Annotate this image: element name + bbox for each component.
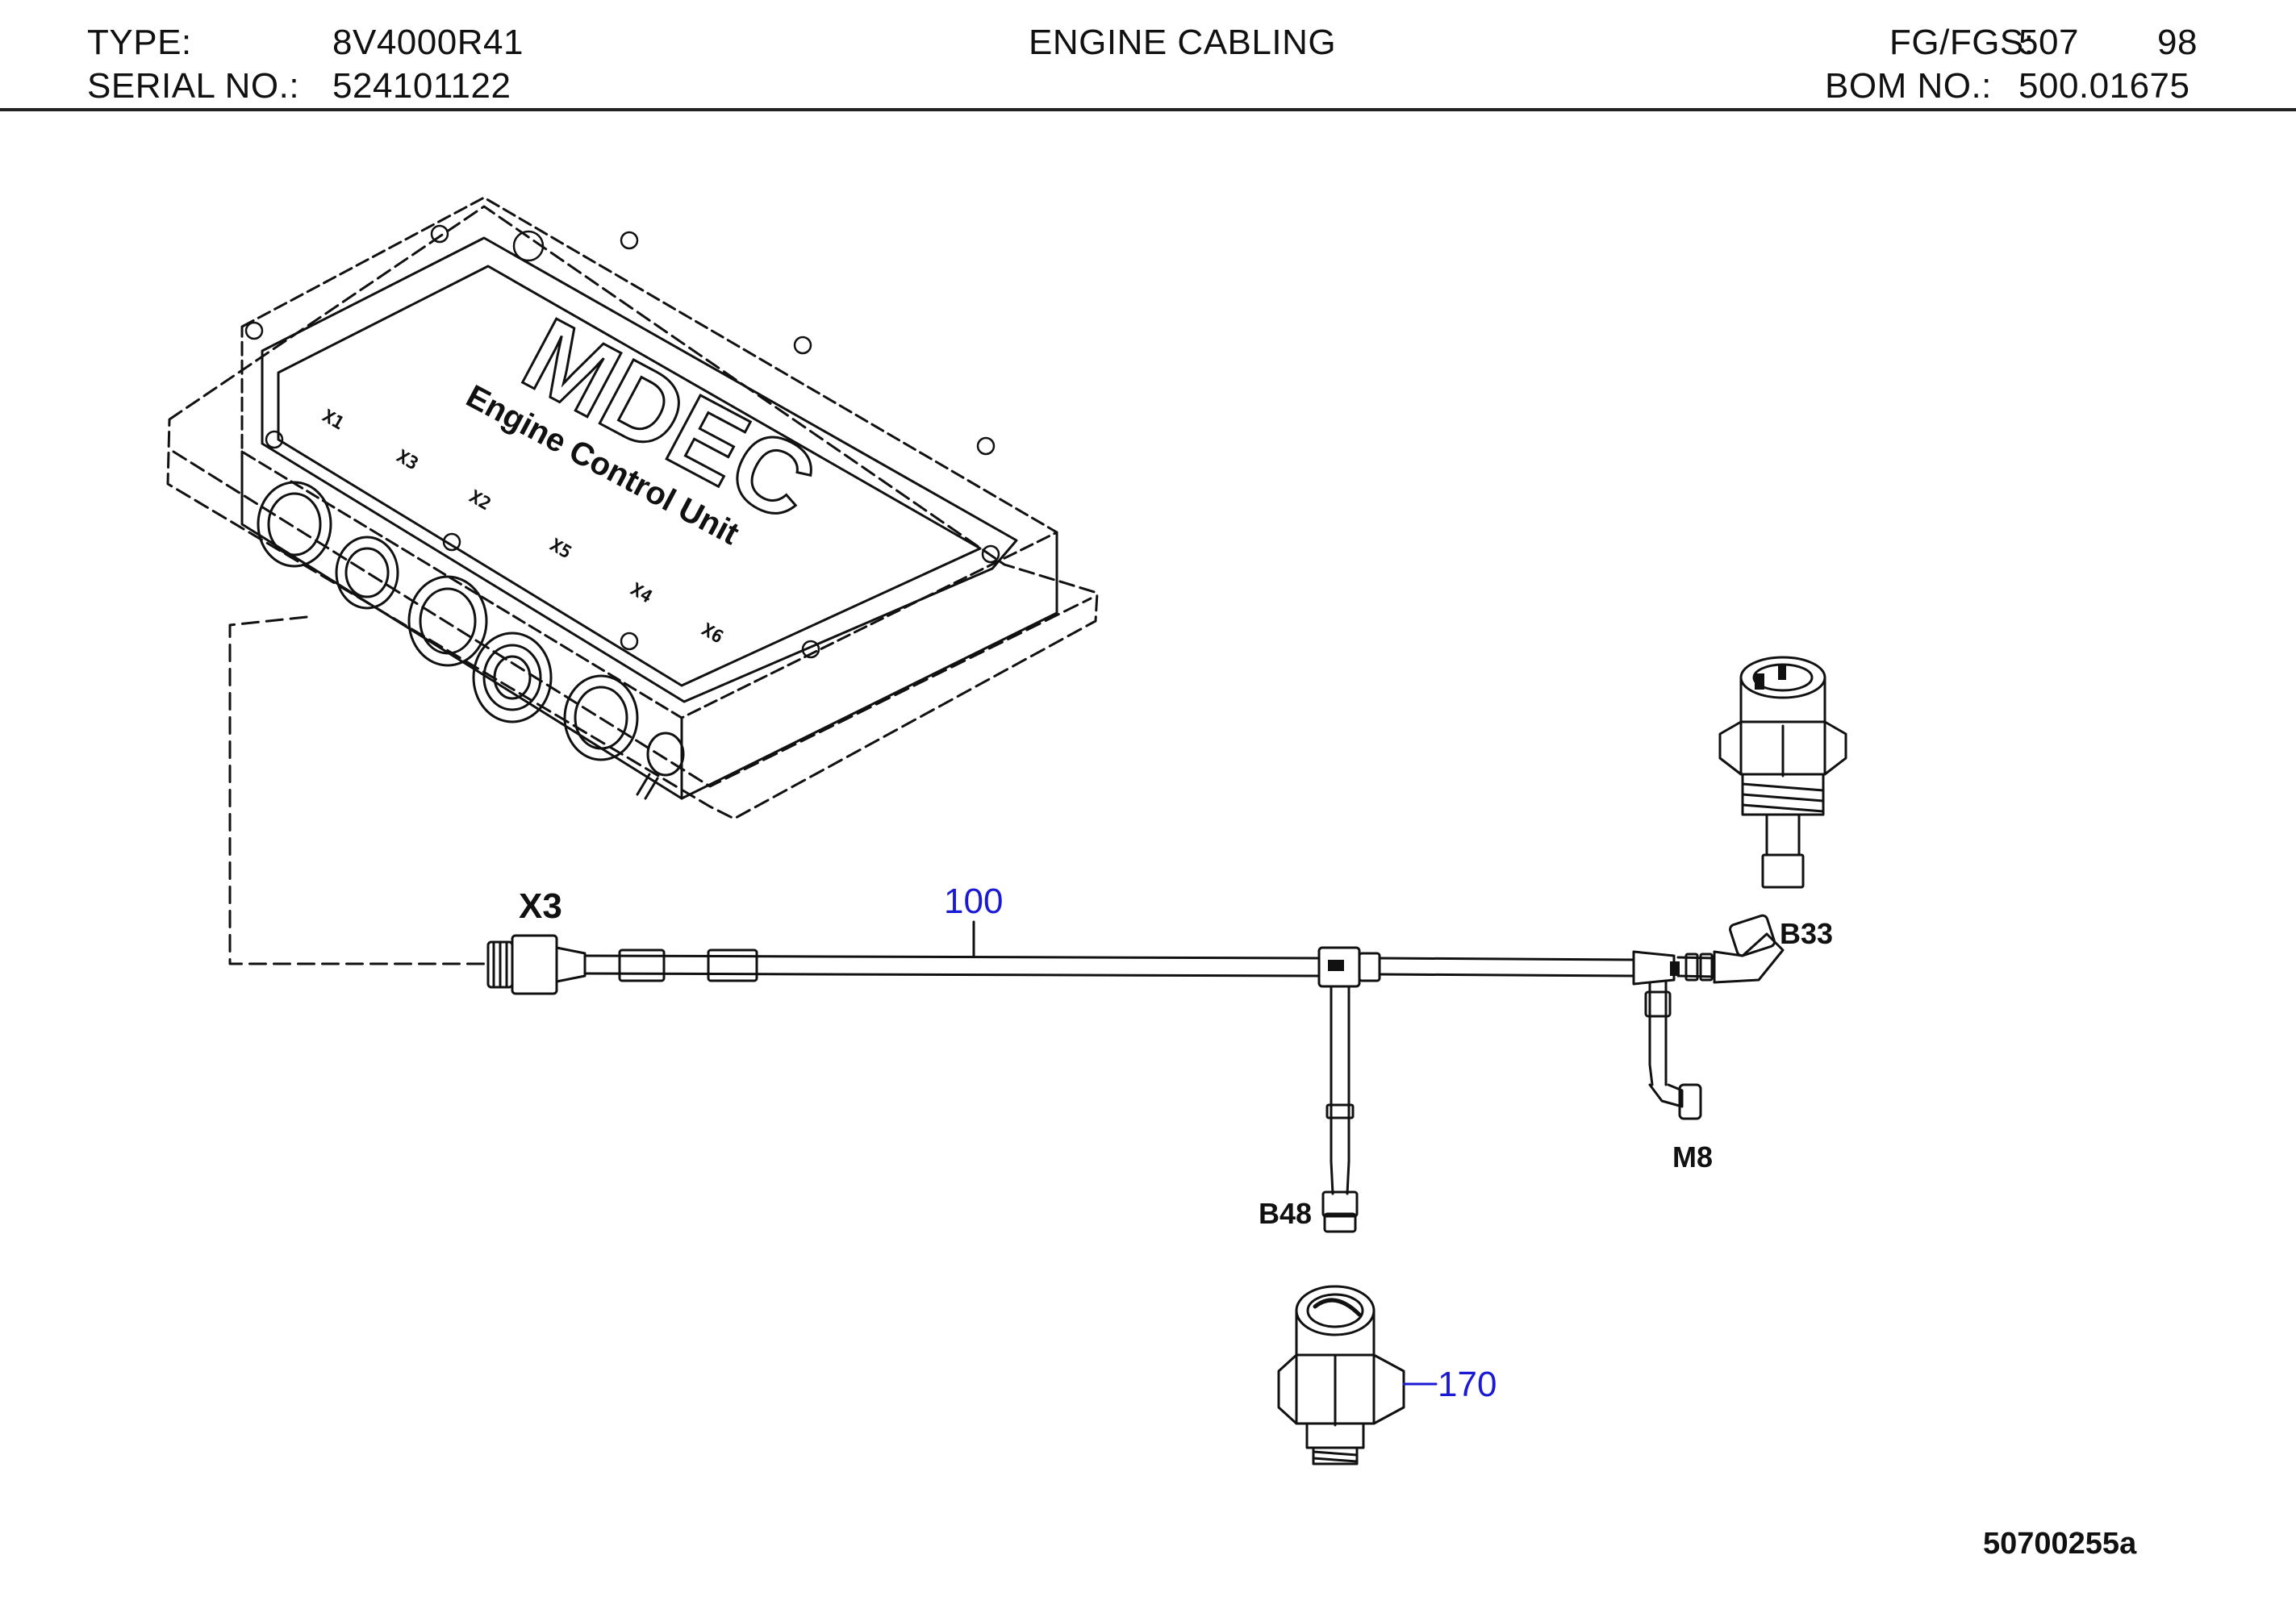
sensor-170-illustration bbox=[1277, 1285, 1405, 1465]
type-label: TYPE: bbox=[87, 23, 192, 62]
ecu-port-label: X6 bbox=[698, 620, 726, 648]
callout-harness: 100 bbox=[944, 882, 1003, 921]
fg-value: 507 bbox=[2018, 23, 2079, 62]
ecu-port-label: X4 bbox=[627, 580, 655, 608]
ecu-port-label: X1 bbox=[319, 406, 347, 435]
page-title: ENGINE CABLING bbox=[1029, 23, 1337, 62]
connector-label-x3: X3 bbox=[519, 886, 562, 926]
serial-label: SERIAL NO.: bbox=[87, 66, 300, 106]
connector-label-m8: M8 bbox=[1672, 1140, 1713, 1174]
bom-value: 500.01675 bbox=[2018, 66, 2190, 106]
figure-id: 50700255a bbox=[1983, 1527, 2137, 1561]
fg-label: FG/FGS: bbox=[1889, 23, 2035, 62]
serial-value: 524101122 bbox=[332, 66, 511, 106]
ecu-port-label: X3 bbox=[393, 447, 421, 475]
x3-link-dashed bbox=[228, 615, 486, 965]
connector-label-b48: B48 bbox=[1259, 1197, 1312, 1230]
callout-sensor: 170 bbox=[1438, 1365, 1497, 1404]
ecu-port-label: X5 bbox=[546, 536, 574, 564]
ecu-housing bbox=[166, 196, 1099, 820]
sensor-b33-illustration bbox=[1718, 656, 1847, 889]
header-rule bbox=[0, 108, 2296, 111]
ecu-port-label: X2 bbox=[465, 487, 494, 515]
fg-sub-value: 98 bbox=[2157, 23, 2198, 62]
type-value: 8V4000R41 bbox=[332, 23, 524, 62]
cable-harness bbox=[486, 914, 1785, 1233]
bom-label: BOM NO.: bbox=[1825, 66, 1992, 106]
connector-label-b33: B33 bbox=[1780, 917, 1833, 950]
